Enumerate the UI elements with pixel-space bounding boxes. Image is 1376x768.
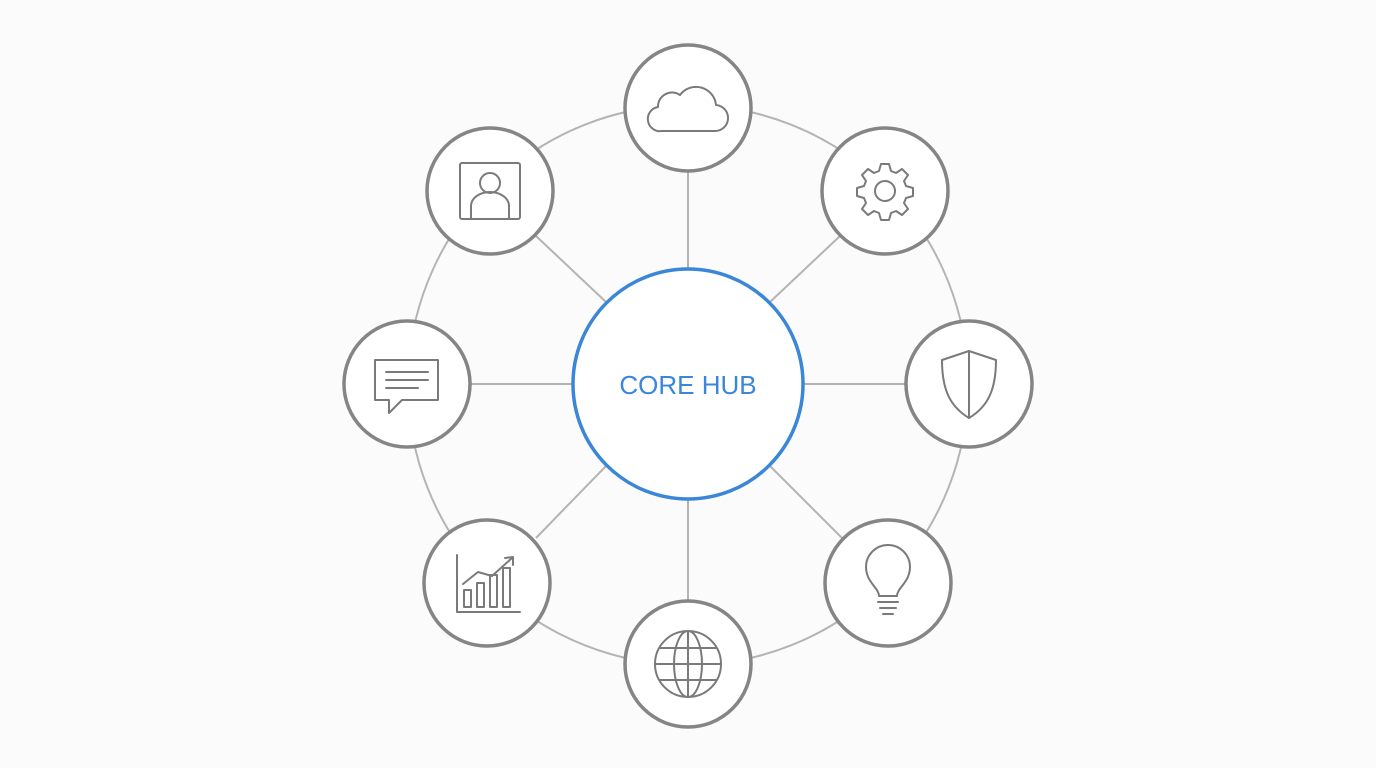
node-shield[interactable] bbox=[904, 319, 1034, 449]
node-lightbulb[interactable] bbox=[823, 518, 953, 648]
spoke-bottom-right bbox=[769, 465, 843, 539]
node-gear[interactable] bbox=[820, 126, 950, 256]
shield-icon bbox=[941, 350, 997, 419]
user-profile-icon bbox=[459, 162, 521, 220]
node-chat[interactable] bbox=[342, 319, 472, 449]
gear-icon bbox=[856, 163, 914, 221]
hub-label: CORE HUB bbox=[619, 370, 756, 400]
node-cloud[interactable] bbox=[623, 43, 753, 173]
lightbulb-icon bbox=[865, 544, 911, 615]
spoke-bottom-left bbox=[535, 465, 607, 539]
spokes bbox=[470, 172, 906, 602]
node-user-profile[interactable] bbox=[425, 126, 555, 256]
core-hub[interactable]: CORE HUB bbox=[571, 267, 805, 501]
bar-chart-icon bbox=[456, 554, 521, 613]
spoke-top-right bbox=[769, 235, 841, 303]
spoke-top-left bbox=[535, 235, 607, 303]
node-bar-chart[interactable] bbox=[422, 518, 552, 648]
node-globe[interactable] bbox=[623, 599, 753, 729]
hub-circle bbox=[571, 267, 805, 501]
chat-icon bbox=[374, 359, 439, 414]
globe-icon bbox=[654, 630, 722, 698]
cloud-icon bbox=[646, 85, 729, 133]
